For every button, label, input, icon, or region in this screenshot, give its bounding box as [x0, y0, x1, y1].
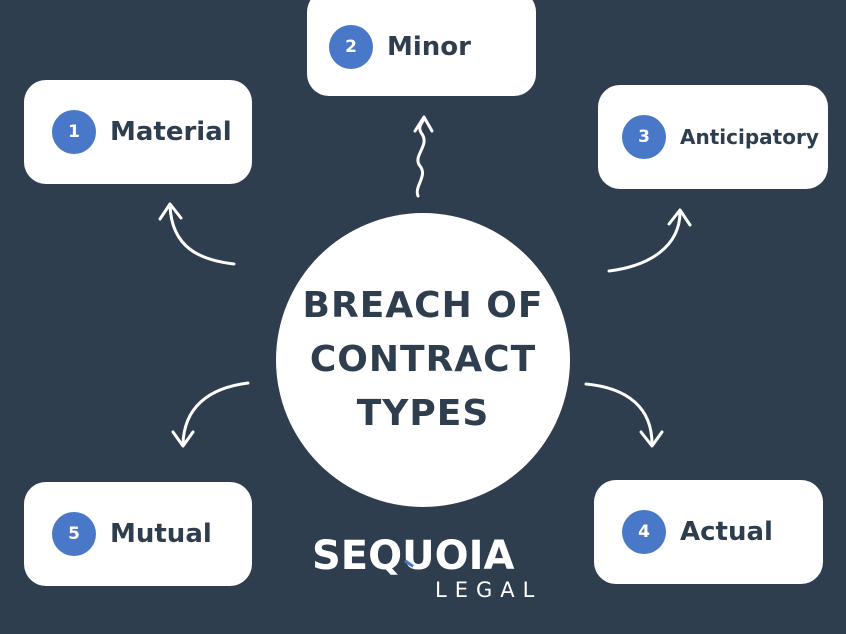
center-title-line-1: BREACH OF [302, 285, 544, 326]
type-label: Material [110, 117, 232, 147]
type-label: Anticipatory [680, 125, 819, 149]
number-badge: 1 [52, 110, 96, 154]
center-title-line-3: TYPES [356, 393, 490, 434]
type-card-material: 1 Material [24, 80, 252, 184]
type-card-anticipatory: 3 Anticipatory [598, 85, 828, 189]
type-label: Mutual [110, 519, 212, 549]
number-badge: 3 [622, 115, 666, 159]
arrowhead-mutual [171, 430, 195, 448]
number-badge: 5 [52, 512, 96, 556]
arrow-to-actual [584, 382, 654, 446]
arrow-to-anticipatory [607, 210, 682, 273]
type-card-minor: 2 Minor [307, 0, 536, 96]
type-label: Minor [387, 32, 471, 62]
arrow-to-mutual [181, 381, 250, 446]
type-card-actual: 4 Actual [594, 480, 823, 584]
sequoia-legal-logo: SEQUOIA LEGAL [312, 534, 552, 604]
arrow-to-material [168, 204, 236, 266]
arrowhead-minor [413, 115, 434, 133]
type-card-mutual: 5 Mutual [24, 482, 252, 586]
center-title-line-2: CONTRACT [309, 339, 537, 380]
arrowhead-actual [639, 430, 664, 448]
logo-subtext: LEGAL [435, 578, 543, 602]
arrow-to-minor [415, 116, 426, 198]
type-label: Actual [680, 517, 773, 547]
arrowhead-anticipatory [667, 208, 692, 227]
number-badge: 2 [329, 25, 373, 69]
center-title-circle: BREACH OF CONTRACT TYPES [276, 213, 570, 507]
number-badge: 4 [622, 510, 666, 554]
logo-wordmark: SEQUOIA [312, 533, 515, 579]
arrowhead-material [158, 202, 183, 221]
